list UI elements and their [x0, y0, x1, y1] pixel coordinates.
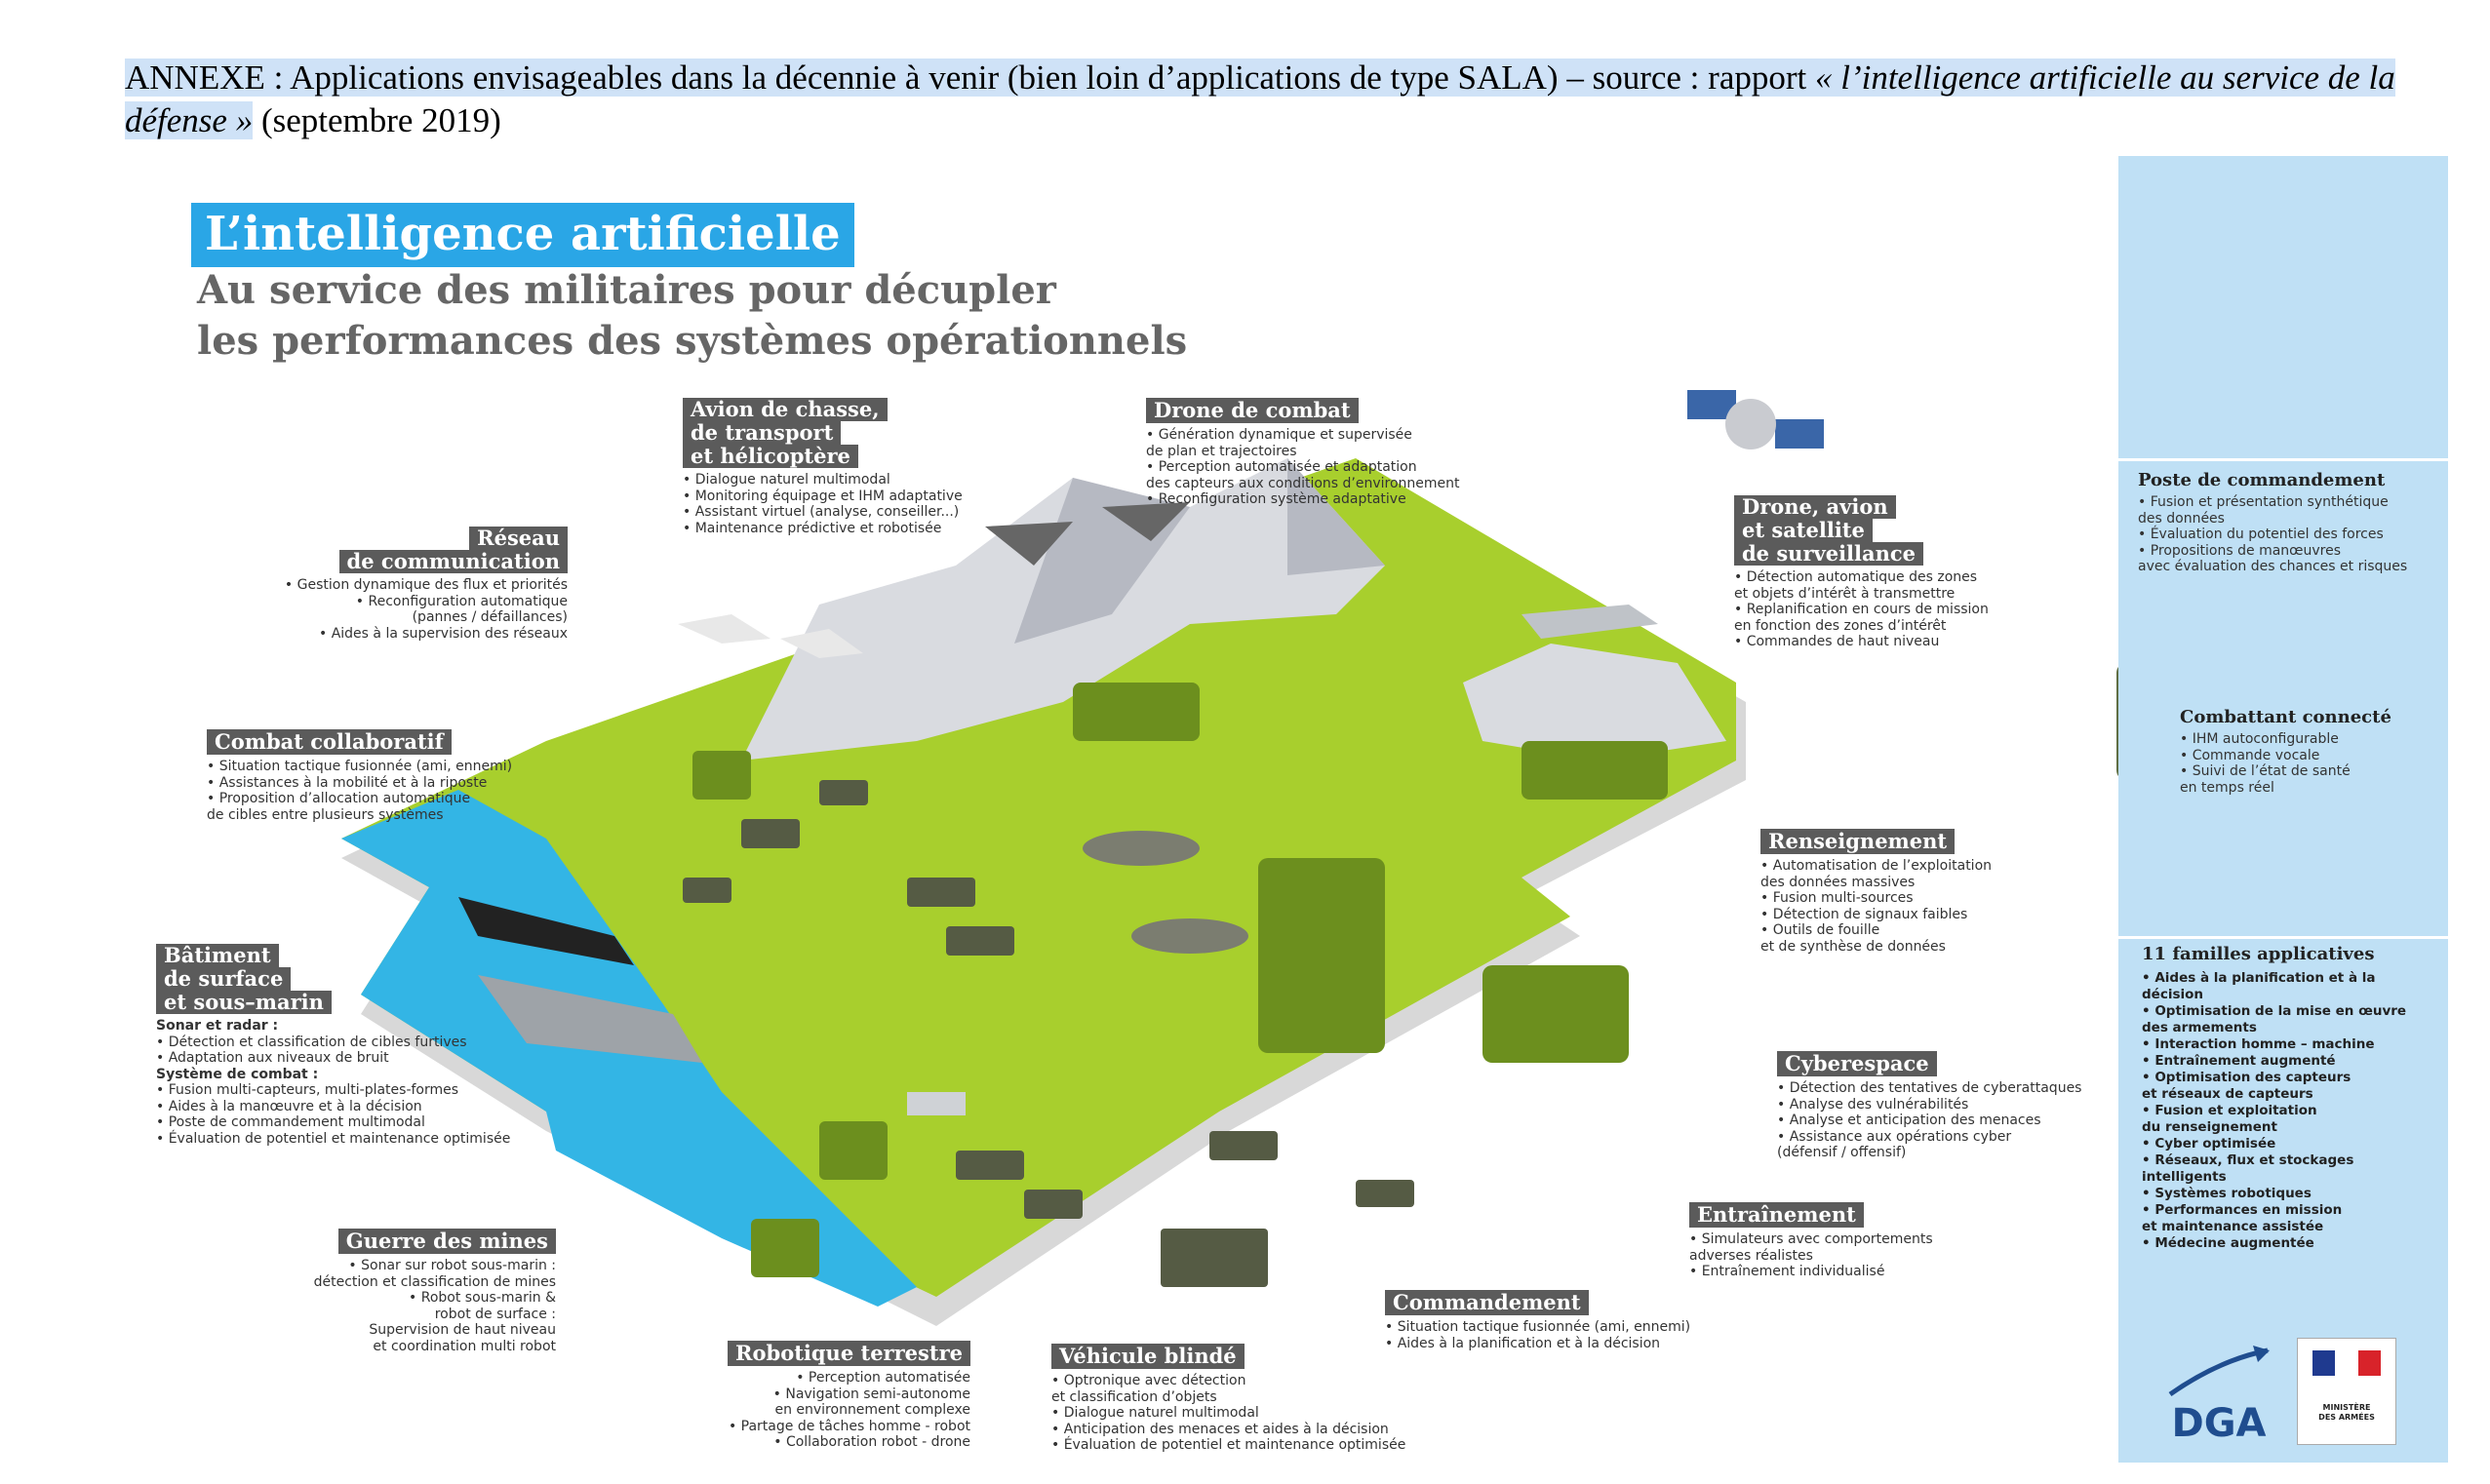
sidebar-heading: Combattant connecté — [2180, 707, 2391, 727]
sidebar-heading: 11 familles applicatives — [2142, 944, 2375, 964]
sidebar-familles: 11 familles applicatives • Aides à la pl… — [2142, 944, 2439, 1252]
sidebar-divider — [2118, 936, 2448, 939]
sidebar-combattant: Combattant connecté • IHM autoconfigurab… — [2180, 707, 2433, 796]
block-heading: Avion de chasse, de transport et hélicop… — [683, 398, 888, 468]
block-heading: Combat collaboratif — [207, 729, 452, 755]
infographic-subtitle: Au service des militaires pour décupler … — [197, 267, 1188, 364]
ai-defense-infographic: L’intelligence artificielle Au service d… — [137, 156, 2448, 1472]
block-heading: Entraînement — [1689, 1202, 1864, 1228]
annex-caption: ANNEXE : Applications envisageables dans… — [125, 57, 2407, 142]
submarine — [458, 897, 634, 965]
helicopter — [1131, 918, 1248, 954]
sidebar-heading: Poste de commandement — [2138, 470, 2386, 490]
block-items: Sonar et radar : • Détection et classifi… — [156, 1018, 511, 1147]
block-heading: Réseau de communication — [338, 527, 568, 573]
block-robotique: Robotique terrestre • Perception automat… — [678, 1341, 970, 1451]
sidebar-panel — [2118, 156, 2448, 1463]
block-items: • Détection automatique des zones et obj… — [1734, 569, 1989, 649]
frigate — [478, 975, 702, 1063]
block-combat-collaboratif: Combat collaboratif • Situation tactique… — [207, 729, 558, 823]
block-items: • Détection des tentatives de cyberattaq… — [1777, 1080, 2082, 1160]
satellite — [1687, 390, 1824, 449]
block-heading: Drone, avion et satellite de surveillanc… — [1734, 495, 1924, 566]
block-batiment: Bâtiment de surface et sous–marin Sonar … — [156, 944, 566, 1147]
fighter-jet — [678, 614, 771, 644]
tree-clusters — [692, 683, 1668, 1277]
sidebar-items: • Fusion et présentation synthétique des… — [2138, 494, 2408, 574]
battlefield-illustration — [341, 390, 2118, 1326]
infographic-title: L’intelligence artificielle — [191, 203, 854, 267]
dga-logo: DGA — [2168, 1346, 2270, 1446]
block-heading: Drone de combat — [1146, 398, 1359, 423]
block-commandement: Commandement • Situation tactique fusion… — [1385, 1290, 1717, 1351]
caption-date: (septembre 2019) — [253, 101, 501, 139]
caption-report-title: « l’intelligence artificielle au service… — [125, 59, 2395, 139]
block-items: • Simulateurs avec comportements adverse… — [1689, 1231, 1933, 1279]
family-list: • Aides à la planification et à la décis… — [2142, 970, 2407, 1251]
sidebar-divider — [2118, 458, 2448, 461]
block-items: • Automatisation de l’exploitation des d… — [1760, 858, 1993, 955]
block-drone-combat: Drone de combat • Génération dynamique e… — [1146, 398, 1517, 508]
block-heading: Véhicule blindé — [1051, 1344, 1245, 1369]
surveillance-drone — [1522, 605, 1658, 639]
block-heading: Renseignement — [1760, 829, 1956, 854]
block-items: • Génération dynamique et supervisée de … — [1146, 427, 1460, 507]
block-heading: Commandement — [1385, 1290, 1589, 1315]
block-items: • Gestion dynamique des flux et priorité… — [284, 577, 568, 642]
sidebar-poste: Poste de commandement • Fusion et présen… — [2138, 470, 2431, 575]
block-heading: Bâtiment de surface et sous–marin — [156, 944, 332, 1014]
block-items: • Optronique avec détection et classific… — [1051, 1373, 1406, 1453]
block-heading: Robotique terrestre — [728, 1341, 970, 1366]
block-items: • Dialogue naturel multimodal • Monitori… — [683, 472, 963, 536]
block-heading: Cyberespace — [1777, 1051, 1937, 1076]
block-avion: Avion de chasse, de transport et hélicop… — [683, 398, 1034, 536]
block-vehicule: Véhicule blindé • Optronique avec détect… — [1051, 1344, 1442, 1454]
connected-soldier — [2116, 667, 2118, 776]
block-drone-avion-satellite: Drone, avion et satellite de surveillanc… — [1734, 495, 2046, 650]
fighter-jet — [780, 629, 863, 658]
svg-text:DGA: DGA — [2172, 1401, 2267, 1446]
block-items: • Situation tactique fusionnée (ami, enn… — [1385, 1319, 1691, 1351]
block-renseignement: Renseignement • Automatisation de l’expl… — [1760, 829, 2073, 955]
sidebar-items: • IHM autoconfigurable • Commande vocale… — [2180, 731, 2351, 796]
block-cyberespace: Cyberespace • Détection des tentatives d… — [1777, 1051, 2109, 1161]
block-entrainement: Entraînement • Simulateurs avec comporte… — [1689, 1202, 1982, 1280]
block-reseau: Réseau de communication • Gestion dynami… — [254, 527, 568, 642]
boat — [907, 1092, 966, 1115]
block-items: • Situation tactique fusionnée (ami, enn… — [207, 759, 513, 823]
ministry-badge: MINISTÈRE DES ARMÉES — [2297, 1338, 2396, 1445]
french-flag-icon — [2312, 1350, 2381, 1376]
helicopter — [1083, 831, 1200, 866]
block-items: • Sonar sur robot sous-marin : détection… — [313, 1258, 556, 1354]
block-heading: Guerre des mines — [337, 1229, 556, 1254]
ground-vehicles — [683, 780, 1414, 1287]
caption-text: ANNEXE : Applications envisageables dans… — [125, 59, 1815, 97]
combat-drone — [1102, 502, 1190, 541]
block-guerre-mines: Guerre des mines • Sonar sur robot sous-… — [273, 1229, 556, 1354]
block-items: • Perception automatisée • Navigation se… — [728, 1370, 970, 1450]
combat-drone — [985, 522, 1073, 566]
mountain-right — [1463, 644, 1726, 761]
